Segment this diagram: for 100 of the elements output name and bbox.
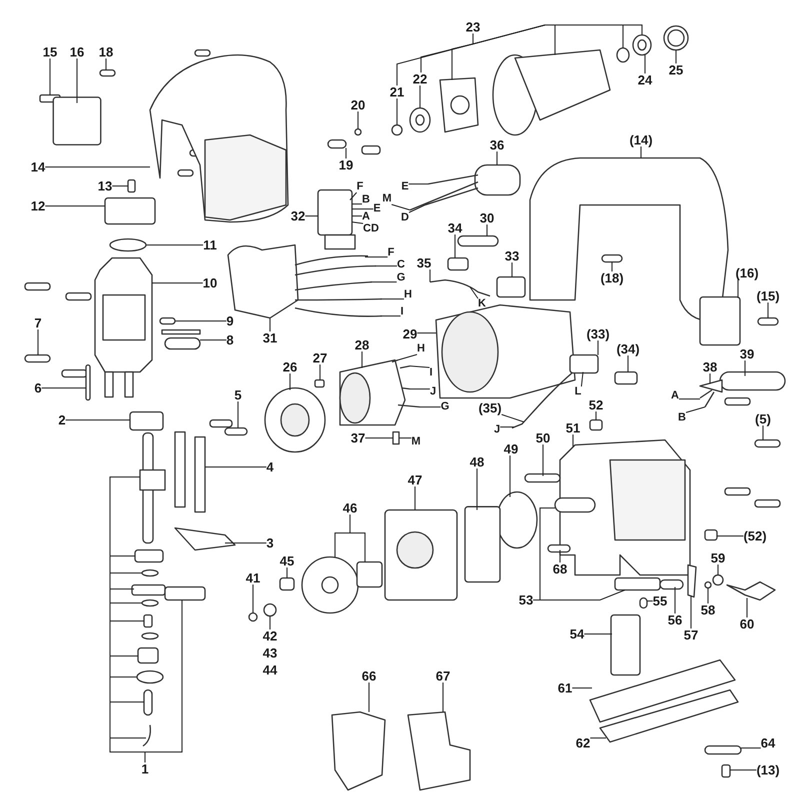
pin xyxy=(547,544,571,553)
leader-line xyxy=(646,600,654,602)
pin xyxy=(85,364,91,401)
callout-number: 32 xyxy=(290,210,306,222)
pin xyxy=(143,614,153,628)
pin xyxy=(314,379,325,388)
ring xyxy=(264,387,326,453)
pin xyxy=(659,579,684,590)
callout-number: E xyxy=(373,204,381,214)
bearing xyxy=(409,107,431,133)
callout-number: H xyxy=(417,344,425,354)
callout-number: 44 xyxy=(262,664,278,676)
leader-line xyxy=(174,320,227,322)
leader-line xyxy=(442,682,444,712)
leader-line xyxy=(350,192,358,200)
callout-number: 25 xyxy=(668,64,684,76)
leader-line xyxy=(542,444,544,476)
callout-number: (16) xyxy=(735,266,759,280)
callout-number: 24 xyxy=(638,74,652,86)
leader-line xyxy=(572,434,574,448)
leader-line xyxy=(286,567,288,578)
roller-lever xyxy=(610,614,641,676)
washer xyxy=(109,238,147,252)
leader-line xyxy=(152,282,204,284)
callout-number: 42 xyxy=(262,630,278,642)
washer xyxy=(712,574,724,586)
bushing xyxy=(279,577,295,591)
callout-number: F xyxy=(388,248,394,258)
washer xyxy=(141,599,159,607)
spring xyxy=(137,647,159,664)
cover xyxy=(331,711,386,791)
callout-number: 51 xyxy=(566,422,580,434)
shaft xyxy=(554,497,596,513)
callout-number: 54 xyxy=(570,628,584,640)
leader-line xyxy=(204,466,267,468)
knob xyxy=(726,581,776,601)
leader-line xyxy=(398,354,418,360)
callout-number: 53 xyxy=(518,594,534,606)
callout-number: 36 xyxy=(490,138,504,152)
leader-line xyxy=(408,204,426,213)
callout-number: 61 xyxy=(558,682,572,694)
leader-line xyxy=(380,298,404,300)
cable xyxy=(430,279,490,297)
lever xyxy=(687,564,697,598)
field-coil xyxy=(339,359,421,426)
leader-line xyxy=(501,414,524,422)
nut xyxy=(704,529,718,541)
callout-number: 20 xyxy=(350,98,366,112)
guide-plate xyxy=(464,506,501,583)
pin xyxy=(164,337,201,350)
callout-number: 29 xyxy=(402,328,418,340)
callout-number: 2 xyxy=(58,414,66,426)
leader-line xyxy=(470,286,478,299)
blade-clip xyxy=(142,724,151,747)
callout-number: 4 xyxy=(266,460,274,474)
callout-number: 21 xyxy=(390,86,404,98)
leader-line xyxy=(762,425,764,440)
callout-number: (18) xyxy=(600,272,624,284)
callout-number: 14 xyxy=(30,160,46,174)
callout-number: 5 xyxy=(234,388,242,402)
callout-number: 13 xyxy=(98,180,112,192)
callout-number: 35 xyxy=(416,256,432,270)
callout-number: 23 xyxy=(466,20,480,34)
callout-number: 43 xyxy=(262,646,278,660)
callout-number: 18 xyxy=(98,46,114,58)
gear-housing xyxy=(94,257,153,398)
callout-number: 12 xyxy=(30,200,46,212)
plate xyxy=(164,586,206,601)
capacitor xyxy=(409,164,521,211)
callout-number: 28 xyxy=(354,338,370,352)
callout-number: B xyxy=(362,194,370,206)
callout-number: 15 xyxy=(42,46,58,58)
callout-number: M xyxy=(382,194,392,204)
screw xyxy=(754,439,781,448)
callout-number: C xyxy=(397,260,405,270)
callout-number: 31 xyxy=(262,332,278,344)
callout-number: 11 xyxy=(203,238,217,252)
plate xyxy=(131,584,166,596)
callout-number: 48 xyxy=(470,456,484,468)
cover-plate xyxy=(52,96,102,146)
leader-line xyxy=(674,586,676,614)
retaining-ring xyxy=(248,612,258,622)
leader-line xyxy=(144,600,182,763)
callout-number: 45 xyxy=(280,554,294,568)
callout-number: J xyxy=(494,424,500,436)
guide-plates xyxy=(174,431,206,513)
leader-line xyxy=(416,332,436,334)
leader-line xyxy=(580,372,584,387)
callout-number: 6 xyxy=(34,382,42,394)
base-plate xyxy=(589,659,736,723)
clip xyxy=(174,527,236,551)
callout-number: 8 xyxy=(226,334,234,346)
cover-plate xyxy=(699,296,741,346)
callout-number: 47 xyxy=(408,474,422,486)
washer xyxy=(263,603,277,617)
cam xyxy=(136,670,164,684)
leader-line xyxy=(410,366,430,368)
nut xyxy=(589,419,603,431)
callout-number: (14) xyxy=(629,134,653,146)
callout-number: CD xyxy=(363,224,379,234)
